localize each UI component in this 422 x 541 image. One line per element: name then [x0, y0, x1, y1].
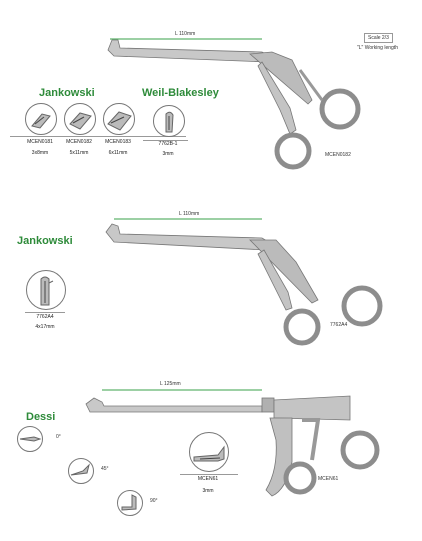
tip-angle-45 — [68, 458, 94, 484]
jaw-tip-icon — [69, 112, 92, 130]
instrument-code: 7762A4 — [330, 322, 348, 328]
angle-label: 45° — [101, 466, 109, 472]
jaw-tip-icon — [31, 113, 51, 129]
tip-code: MCEN0183 — [105, 139, 131, 145]
tip-image-7762a4 — [26, 270, 66, 310]
tip-size: 3x8mm — [31, 150, 49, 156]
scale-label: Scale 2/3 — [364, 33, 393, 43]
instrument-code: MCEN0182 — [325, 152, 351, 158]
angle-0-tip-icon — [19, 436, 42, 442]
tip-size: 3mm — [202, 488, 214, 494]
heading-dessi: Dessi — [26, 411, 56, 423]
tip-size: 3mm — [162, 151, 174, 157]
heading-jankowski-2: Jankowski — [17, 235, 73, 247]
tip-table-rule-right — [143, 140, 188, 141]
tip-size: 4x17mm — [35, 324, 55, 330]
length-label: L 125mm — [160, 381, 181, 387]
working-length-note: "L" Working length — [357, 45, 398, 51]
length-label: L 110mm — [175, 31, 196, 37]
tip-code: 7762A4 — [36, 314, 54, 320]
angle-90-tip-icon — [121, 494, 137, 511]
tip-image-7762b-1 — [153, 105, 185, 137]
tip-image-mcen0181 — [25, 103, 57, 135]
instrument-code: MCEN61 — [318, 476, 339, 482]
tip-angle-0 — [17, 426, 43, 452]
tip-size: 6x11mm — [108, 150, 128, 156]
tip-image-mcen0182 — [64, 103, 96, 135]
tip-table-rule — [10, 136, 186, 137]
tip-rule — [180, 474, 238, 475]
tip-code: 7762B-1 — [158, 141, 178, 147]
tip-code: MCEN0182 — [66, 139, 92, 145]
heading-weil-blakesley: Weil-Blakesley — [142, 87, 219, 99]
length-label: L 110mm — [179, 211, 200, 217]
heading-jankowski-1: Jankowski — [39, 87, 95, 99]
jaw-tip-icon — [193, 445, 225, 462]
tip-image-mcen61 — [189, 432, 229, 472]
jaw-tip-icon — [107, 111, 132, 131]
jaw-tip-icon — [40, 276, 54, 306]
tip-size: 5x11mm — [69, 150, 89, 156]
tip-rule — [25, 312, 65, 313]
tip-image-mcen0183 — [103, 103, 135, 135]
angle-label: 0° — [56, 434, 61, 440]
angle-label: 90° — [150, 498, 158, 504]
angle-45-tip-icon — [70, 463, 90, 476]
tip-code: MCEN0181 — [27, 139, 53, 145]
jaw-tip-icon — [165, 111, 174, 133]
tip-code: MCEN61 — [197, 476, 219, 482]
tip-angle-90 — [117, 490, 143, 516]
